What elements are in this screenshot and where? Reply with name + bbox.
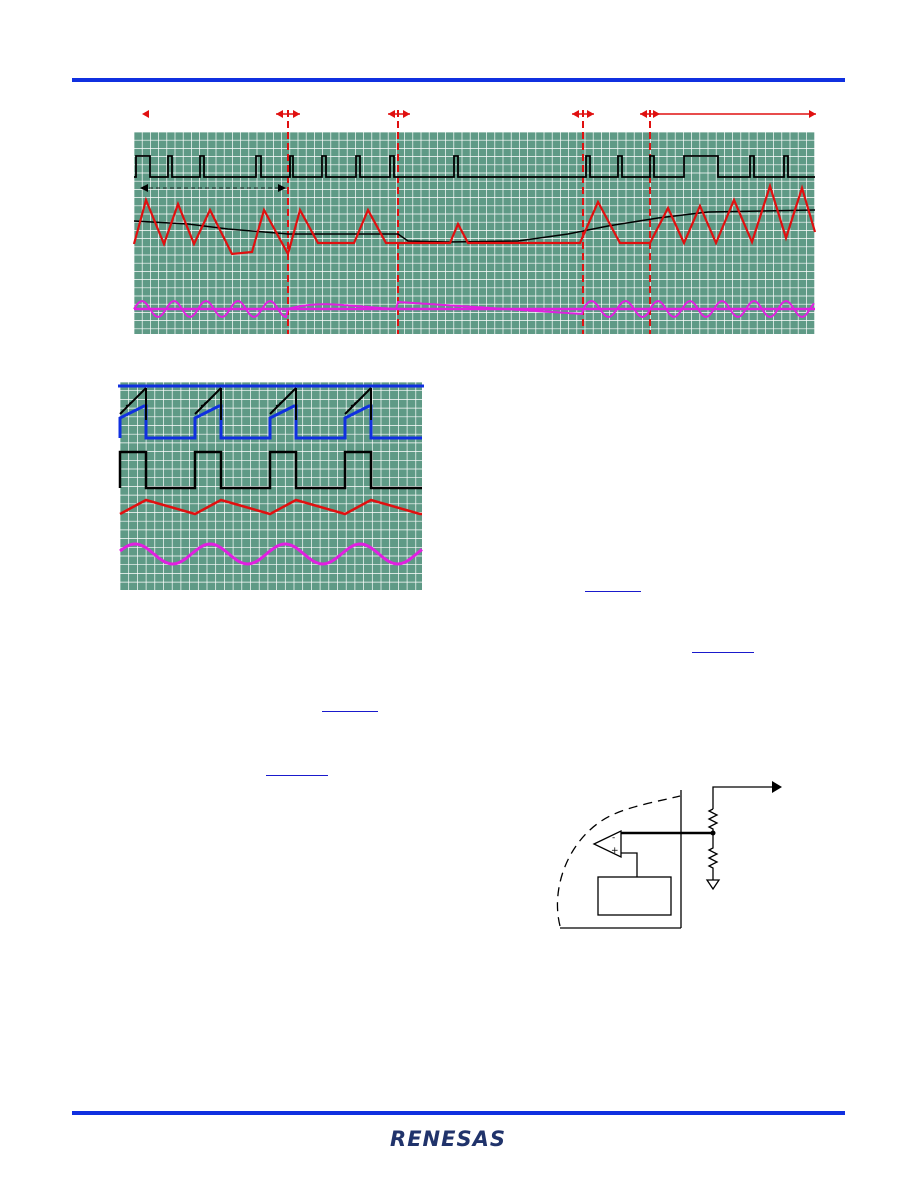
interval-arrow-icon [276, 110, 283, 118]
top-interval-markers [140, 110, 816, 334]
reference-block [597, 876, 672, 916]
interval-arrow-icon [809, 110, 816, 118]
span-arrow-icon [278, 184, 286, 192]
mid-waveform-figure [118, 381, 424, 590]
top-trace-red [132, 182, 817, 257]
mid-trace-magenta-sine [119, 542, 423, 566]
interval-arrow-icon [572, 110, 579, 118]
ramp-line [275, 399, 285, 407]
op-amp-icon [592, 829, 622, 859]
op-amp-plus-sign: + [611, 846, 619, 856]
reference-link-1[interactable] [585, 591, 641, 592]
ramp-line [350, 399, 360, 407]
schematic-dashed-boundary [556, 795, 681, 927]
top-grid [133, 131, 815, 334]
top-trace-black-pulses [134, 155, 815, 178]
reference-link-2[interactable] [692, 652, 754, 653]
footer-rule [72, 1111, 845, 1115]
schematic-figure: - + [556, 781, 782, 929]
output-arrow-icon [772, 781, 782, 793]
top-waveform-figure [132, 110, 817, 334]
output-arrow-wire [712, 786, 773, 809]
op-amp-minus-sign: - [612, 833, 615, 843]
renesas-logo-text: RENESAS [390, 1127, 506, 1151]
header-rule [72, 78, 845, 82]
interval-arrow-icon [142, 110, 149, 118]
reference-link-3[interactable] [322, 711, 378, 712]
interval-arrow-icon [587, 110, 594, 118]
interval-arrow-icon [640, 110, 647, 118]
ramp-line [125, 399, 135, 407]
interval-arrow-icon [653, 110, 660, 118]
mid-trace-black-square [118, 450, 422, 490]
renesas-logo-icon: RENESAS [373, 1127, 523, 1155]
span-arrow-icon [140, 184, 148, 192]
resistor-top-icon [707, 808, 719, 833]
mid-trace-red-triangle [119, 498, 422, 516]
ramp-line [200, 399, 210, 407]
mid-ramp-lines [119, 387, 372, 420]
ground-icon [705, 879, 721, 891]
grid-background [134, 132, 815, 334]
top-trace-magenta-ripple [133, 299, 815, 319]
interval-arrow-icon [388, 110, 395, 118]
reference-link-4[interactable] [266, 775, 328, 776]
interval-arrow-icon [403, 110, 410, 118]
op-amp-input-wire [621, 852, 638, 877]
interval-arrow-icon [293, 110, 300, 118]
resistor-bottom-icon [707, 833, 719, 877]
